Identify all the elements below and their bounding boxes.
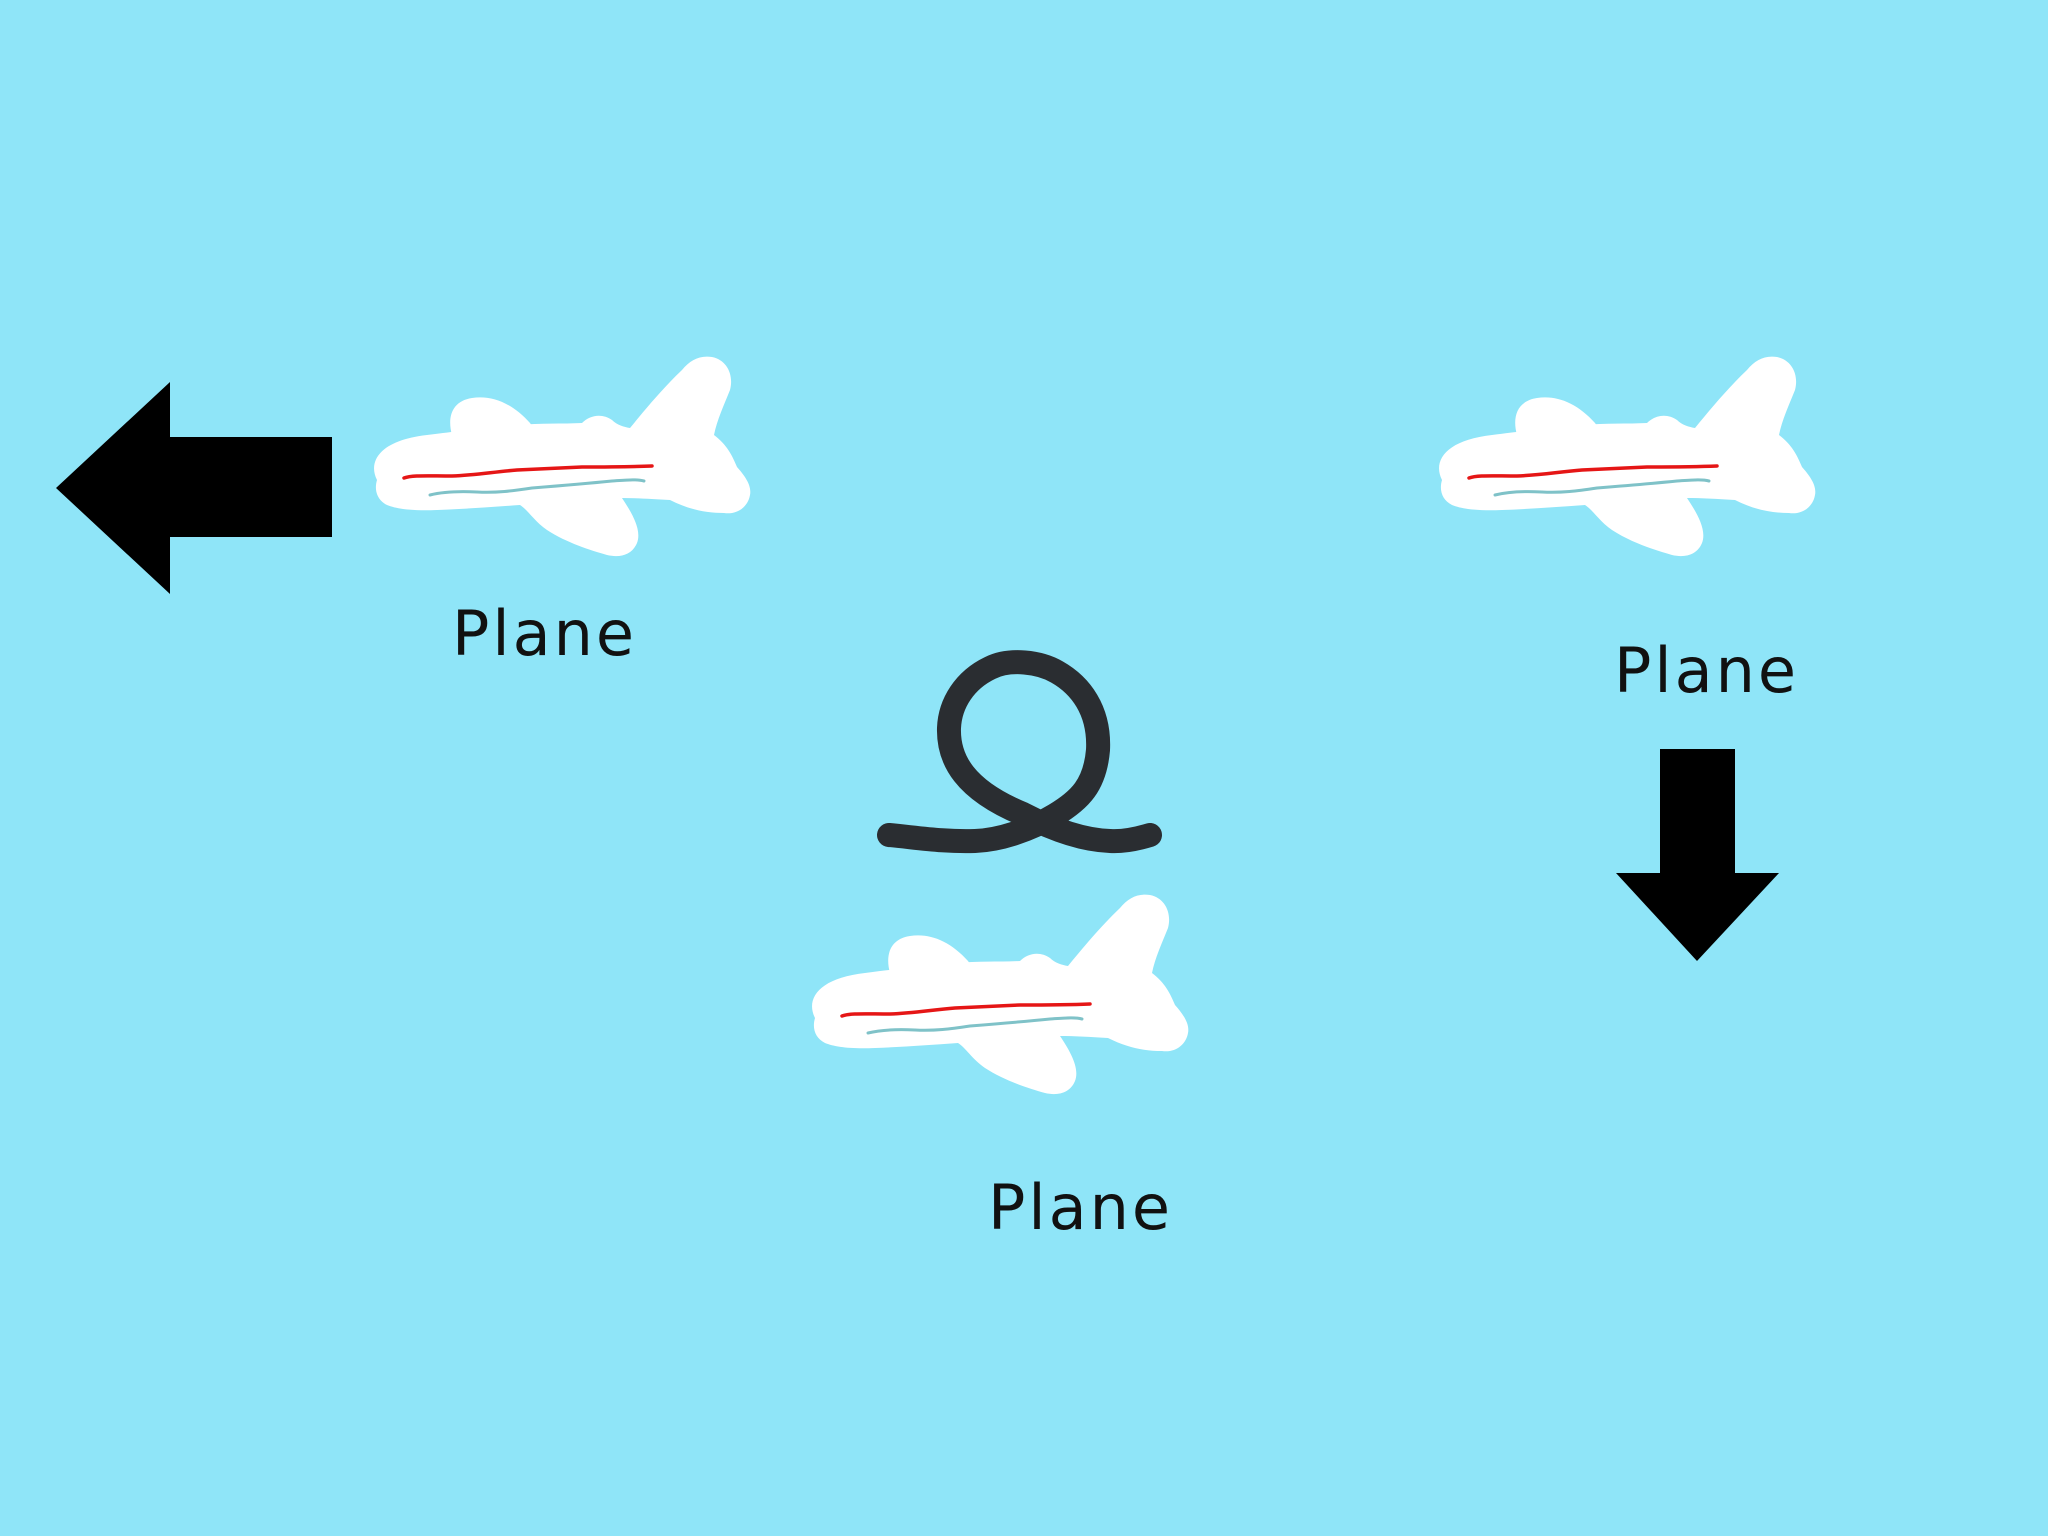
plane-left (372, 354, 753, 558)
arrow-down-icon (1616, 749, 1779, 961)
plane-bottom (810, 892, 1191, 1096)
arrow-left-icon (56, 382, 332, 594)
plane-right-label: Plane (1614, 634, 1800, 707)
plane-right (1437, 354, 1818, 558)
loop-icon (877, 650, 1162, 854)
plane-bottom-label: Plane (988, 1171, 1174, 1244)
plane-left-label: Plane (452, 597, 638, 670)
